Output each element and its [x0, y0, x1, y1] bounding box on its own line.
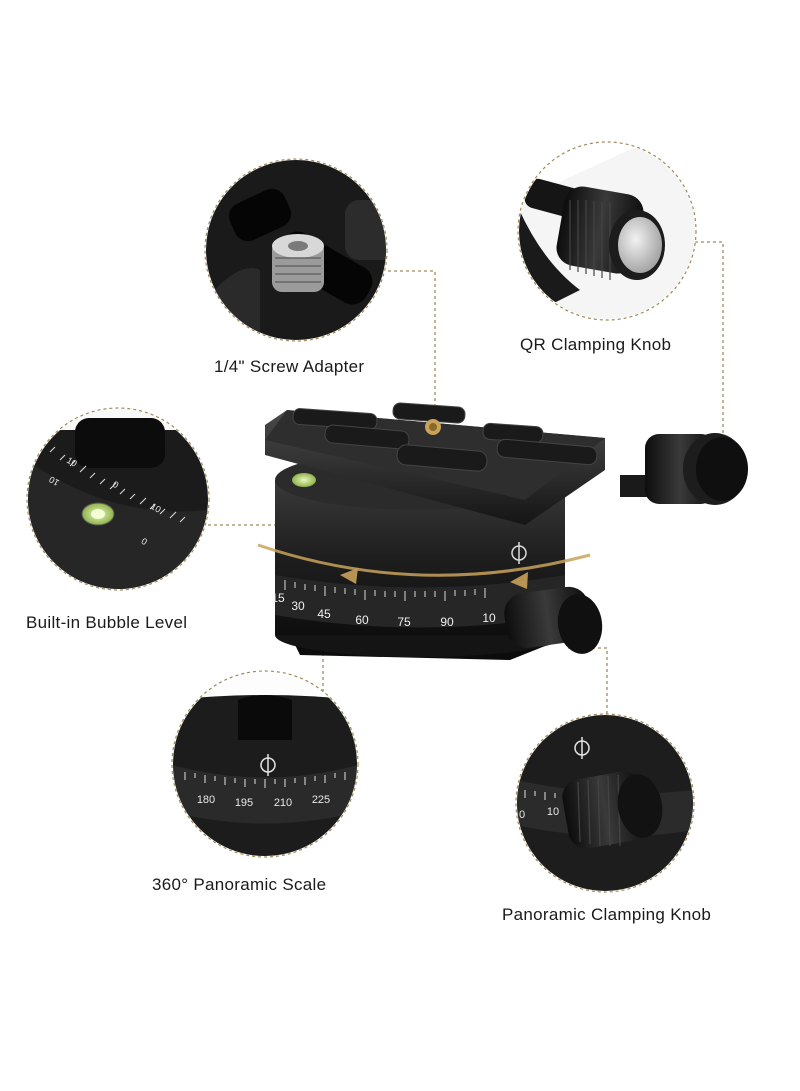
- scale-tick-label: 75: [397, 615, 411, 629]
- level-tick-label: 10: [47, 474, 61, 488]
- scale-detail-tick-label: 180: [197, 794, 215, 806]
- detail-qr-knob: [517, 141, 697, 321]
- level-tick-label: 0: [111, 479, 120, 490]
- scale-tick-label: 30: [291, 599, 305, 613]
- detail-screw-adapter: [204, 158, 388, 342]
- main-clamp-body: [257, 402, 748, 660]
- leader-qr: [695, 241, 724, 460]
- scale-tick-label: 10: [482, 611, 496, 625]
- knob-detail-tick-label: 10: [547, 806, 559, 818]
- detail-panoramic-scale: 180 195 210 225: [171, 670, 359, 858]
- scale-tick-label: 45: [317, 607, 331, 621]
- level-tick-label: 10: [149, 501, 163, 515]
- scale-tick-label: 60: [355, 613, 369, 627]
- scale-detail-tick-label: 195: [235, 797, 253, 809]
- scale-tick-label: 15: [271, 591, 285, 605]
- label-screw-adapter: 1/4" Screw Adapter: [214, 357, 365, 376]
- label-bubble-level: Built-in Bubble Level: [26, 613, 188, 632]
- knob-detail-tick-label: 0: [519, 809, 525, 821]
- level-tick-label: 0: [140, 536, 149, 547]
- label-panoramic-scale: 360° Panoramic Scale: [152, 875, 327, 894]
- level-tick-label: 10: [65, 455, 79, 469]
- detail-bubble-level: 10 0 10 10 0: [26, 407, 210, 591]
- scale-tick-label: 90: [440, 615, 454, 629]
- leader-screw: [388, 270, 436, 410]
- label-panoramic-clamping-knob: Panoramic Clamping Knob: [502, 905, 712, 924]
- leader-scale: [322, 611, 357, 761]
- detail-panoramic-knob: 0 10: [515, 713, 695, 893]
- label-qr-clamping-knob: QR Clamping Knob: [520, 335, 672, 354]
- scale-detail-tick-label: 225: [312, 794, 330, 806]
- leader-panknob: [568, 647, 608, 720]
- scale-detail-tick-label: 210: [274, 797, 292, 809]
